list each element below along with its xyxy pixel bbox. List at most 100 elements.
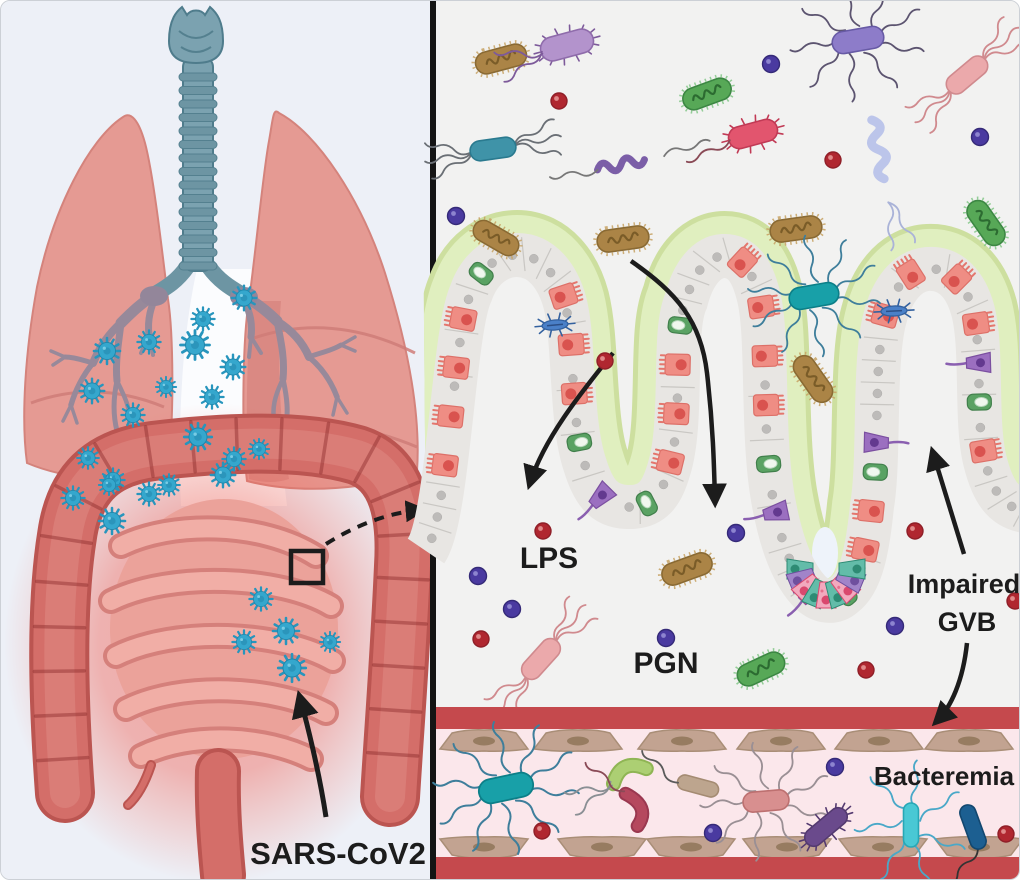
epithelial-cell-purple (945, 351, 992, 374)
bacterium-dotRed (550, 92, 568, 110)
epithelial-cell-red (557, 332, 591, 357)
epithelial-nucleus (568, 373, 578, 384)
epithelial-nucleus (982, 466, 993, 476)
epithelial-cell-purple (577, 479, 618, 521)
epithelial-nucleus (760, 380, 770, 390)
epithelial-cell-red (961, 311, 996, 336)
epithelial-nucleus (658, 479, 669, 490)
epithelial-cell-red (650, 448, 685, 476)
epithelial-nucleus (684, 284, 695, 295)
lps-label: LPS (520, 542, 578, 575)
epithelial-cell-red (751, 344, 784, 368)
epithelial-nucleus (436, 490, 446, 501)
intestinal-villi (406, 209, 1019, 623)
endothelial-cell (532, 729, 624, 752)
bacterium-dotPgn (502, 599, 522, 619)
epithelial-nucleus (747, 271, 757, 282)
epithelial-nucleus (529, 253, 539, 264)
endothelial-cell (636, 729, 728, 752)
epithelial-cell-goblet (966, 393, 992, 411)
sars-cov2-label: SARS-CoV2 (250, 836, 426, 871)
small-intestine (98, 499, 346, 772)
epithelial-cell-purple (863, 431, 910, 453)
bacterium-dotPgn (468, 566, 488, 586)
bacterium-dotRed (857, 661, 875, 679)
epithelial-nucleus (427, 533, 437, 544)
epithelial-nucleus (872, 388, 883, 399)
epithelial-nucleus (873, 366, 884, 377)
epithelial-cell-red (893, 254, 926, 290)
endothelial-cell (556, 836, 648, 859)
epithelial-nucleus (975, 422, 986, 433)
epithelial-nucleus (487, 258, 497, 268)
epithelial-cell-red (443, 305, 478, 332)
epithelial-cell-goblet (667, 316, 694, 335)
bacterium-dotRed (534, 522, 552, 540)
epithelial-nucleus (1006, 501, 1017, 512)
epithelial-nucleus (463, 294, 474, 305)
endothelial-cell (735, 729, 827, 752)
bacterium-dotRed (906, 522, 924, 540)
epithelial-nucleus (672, 393, 683, 403)
epithelial-cell-goblet (566, 432, 593, 453)
epithelial-nucleus (974, 378, 984, 389)
bacterium-dotPgn (656, 628, 676, 648)
bacterium-dotPgn (885, 616, 905, 636)
sars-cov2-arrow (291, 690, 329, 818)
bacterium-dotRed (533, 822, 551, 840)
trachea (140, 5, 258, 307)
epithelial-cell-red (940, 259, 976, 295)
epithelial-nucleus (963, 292, 973, 302)
epithelial-nucleus (761, 424, 772, 434)
bacterium-dotRed (472, 630, 490, 648)
crypt-cells (785, 558, 867, 610)
bacteremia-label: Bacteremia (874, 761, 1015, 791)
epithelial-nucleus (931, 264, 941, 275)
bacterium-dotPgn (703, 823, 723, 843)
left-panel-body-illustration: SARS-CoV2 (1, 1, 435, 879)
bacterium-dotRed (997, 825, 1015, 843)
epithelial-cell-red (548, 281, 584, 310)
bacterium-dotPgn (726, 523, 746, 543)
epithelial-cell-red (747, 294, 781, 320)
epithelial-cell-goblet (635, 490, 658, 517)
pgn-label: PGN (633, 647, 698, 680)
epithelial-nucleus (580, 460, 590, 471)
epithelial-nucleus (562, 308, 572, 318)
epithelial-nucleus (872, 410, 882, 421)
svg-text:Impaired: Impaired (908, 569, 1020, 599)
endothelial-cell (923, 729, 1015, 752)
bacterium-dotPgn (761, 54, 781, 74)
epithelial-cell-goblet (755, 454, 782, 474)
bacterium-dotPgn (970, 127, 990, 147)
epithelial-nucleus (875, 344, 885, 355)
epithelial-nucleus (991, 486, 1002, 496)
gvb-arrows (926, 445, 970, 727)
crypt-lumen (812, 527, 838, 579)
epithelial-cell-red (969, 438, 1003, 464)
epithelial-cell-goblet (862, 463, 888, 481)
endothelial-cells (438, 729, 1019, 859)
svg-text:GVB: GVB (938, 607, 997, 637)
epithelial-cell-red (657, 402, 690, 426)
epithelial-nucleus (972, 334, 983, 345)
epithelial-nucleus (449, 381, 460, 391)
epithelial-cell-goblet (468, 261, 494, 286)
epithelial-nucleus (777, 532, 787, 543)
magnifier-square (288, 548, 326, 586)
epithelial-cell-red (851, 498, 885, 524)
vessel-wall-bottom (436, 857, 1019, 879)
right-panel-gut-barrier: LPS PGN Impaired GVB Bacteremia (406, 1, 1020, 879)
epithelial-cell-red (436, 355, 471, 380)
epithelial-cell-red (752, 393, 786, 417)
epithelial-nucleus (545, 267, 556, 278)
vessel-wall-top (436, 707, 1019, 729)
impaired-gvb-label: Impaired GVB (908, 569, 1020, 637)
crypt-cell-teal (838, 558, 866, 580)
endothelial-cell (438, 729, 530, 752)
zoom-dashed-arrow (324, 500, 428, 546)
bacterium-dotRed (824, 151, 842, 169)
larynx (167, 5, 225, 65)
epithelial-cell-purple (743, 499, 791, 521)
